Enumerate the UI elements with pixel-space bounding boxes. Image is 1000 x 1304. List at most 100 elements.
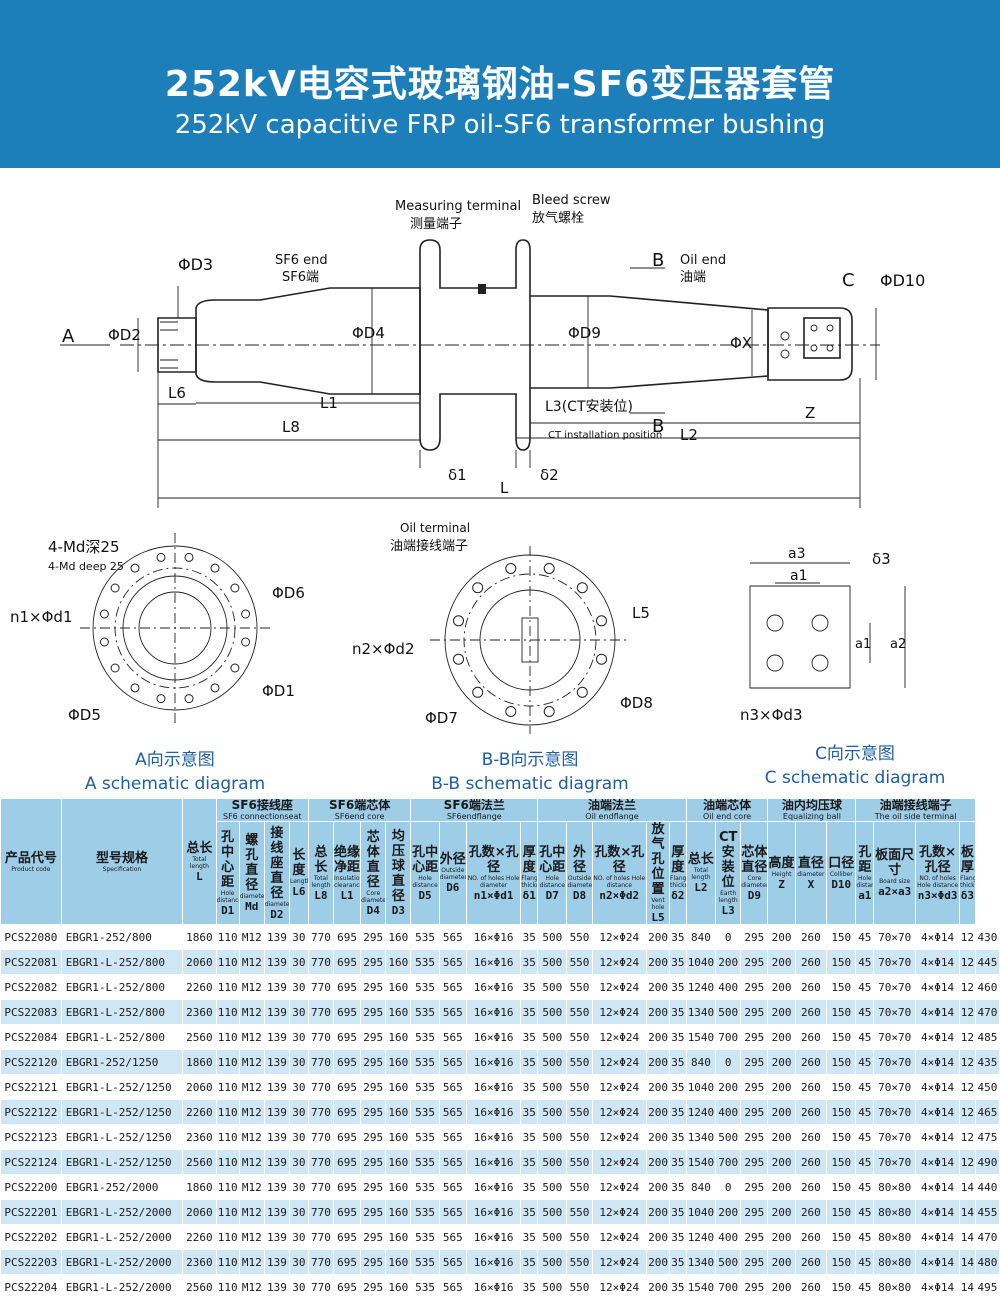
table-cell: 45 [855,1224,875,1250]
dim-L8: L8 [282,418,300,436]
table-cell: 200 [645,1199,671,1225]
dim-Md-en: 4-Md deep 25 [48,560,124,573]
dim-n1d1: n1×Φd1 [10,608,73,626]
dim-D8: ΦD8 [620,694,653,712]
table-cell: 295 [360,1199,387,1225]
table-cell: 500 [537,1024,568,1050]
table-cell: M12 [238,1274,265,1300]
table-cell: 200 [645,1124,671,1150]
table-cell: 70×70 [873,949,917,975]
table-cell: 200 [645,949,671,975]
table-cell: 150 [826,1049,857,1075]
table-cell: 110 [215,949,240,975]
table-cell: 70×70 [873,1149,917,1175]
caption-b: B-B向示意图 B-B schematic diagram [410,748,650,796]
table-cell: 45 [855,1274,875,1300]
table-cell: 500 [537,1049,568,1075]
dim-a1-top: a1 [790,568,808,584]
table-cell: 12×Φ24 [591,1099,648,1125]
table-cell: 2260 [182,1224,217,1250]
table-cell: 295 [360,1249,387,1275]
table-cell: 35 [520,1224,539,1250]
table-cell: 35 [520,1149,539,1175]
table-cell: 200 [767,999,796,1025]
table-cell: 295 [740,949,769,975]
table-cell: 295 [360,1274,387,1300]
dim-a3: a3 [788,546,806,562]
table-cell: 200 [767,1074,796,1100]
table-cell: 35 [520,1174,539,1200]
oil-terminal-plate [803,317,841,359]
table-cell: 500 [715,1124,742,1150]
table-cell: 260 [794,1024,828,1050]
table-cell: 150 [826,1024,857,1050]
table-cell: 110 [215,1124,240,1150]
sf6-end-label: SF6 end [275,253,328,268]
table-cell: 260 [794,1249,828,1275]
table-cell: 14 [959,1174,976,1200]
table-cell: 500 [537,1124,568,1150]
table-cell: 12×Φ24 [591,1149,648,1175]
view-B-arrow-top: B [652,250,664,271]
table-cell: 565 [438,999,467,1025]
table-cell: 12 [959,1074,976,1100]
table-cell: 16×Φ16 [465,1049,522,1075]
table-cell: 295 [360,1149,387,1175]
bolt-hole [230,663,240,673]
bolt-hole [210,683,220,693]
product-code-cell: PCS22084 [0,1024,62,1050]
table-cell: 35 [520,1074,539,1100]
table-cell: 35 [669,1249,687,1275]
table-cell: 30 [288,1074,309,1100]
table-cell: 4×Φ14 [915,1124,961,1150]
dim-L3: L3(CT安装位) [545,399,633,415]
product-code-cell: PCS22121 [0,1074,62,1100]
table-cell: 500 [537,1149,568,1175]
table-cell: 700 [715,1149,742,1175]
table-cell: 295 [740,1174,769,1200]
table-cell: 35 [669,974,687,1000]
table-cell: 1540 [685,1024,717,1050]
table-cell: 535 [410,924,440,950]
table-cell: 35 [669,1174,687,1200]
table-cell: 12 [959,974,976,1000]
bolt-hole [130,563,140,573]
specification-cell: EBGR1-L-252/800 [60,949,184,975]
table-cell: 4×Φ14 [915,949,961,975]
table-cell: 160 [385,1024,412,1050]
dim-D6: ΦD6 [272,584,305,602]
table-cell: 295 [360,1024,387,1050]
table-cell: 16×Φ16 [465,1249,522,1275]
table-cell: 14 [959,1224,976,1250]
table-cell: 500 [537,1249,568,1275]
table-cell: 12×Φ24 [591,1049,648,1075]
table-cell: 110 [215,924,240,950]
table-cell: 139 [263,1274,290,1300]
table-cell: 4×Φ14 [915,1074,961,1100]
bolt-hole [156,694,166,704]
table-cell: 80×80 [873,1224,917,1250]
table-cell: 12×Φ24 [591,1274,648,1300]
table-cell: 460 [974,974,1000,1000]
dim-L5: L5 [632,604,650,622]
table-cell: 110 [215,1224,240,1250]
bolt-hole [184,552,194,562]
table-cell: 440 [974,1174,1000,1200]
table-cell: 535 [410,999,440,1025]
dim-n3d3: n3×Φd3 [740,706,803,724]
table-cell: 200 [645,1224,671,1250]
table-cell: 12×Φ24 [591,1174,648,1200]
table-cell: 35 [669,1099,687,1125]
specification-cell: EBGR1-L-252/1250 [60,1149,184,1175]
table-cell: 139 [263,1249,290,1275]
table-cell: 295 [360,1074,387,1100]
bolt-hole [543,706,555,717]
column-header: 长度LengthL6 [288,821,309,925]
table-cell: 139 [263,1074,290,1100]
